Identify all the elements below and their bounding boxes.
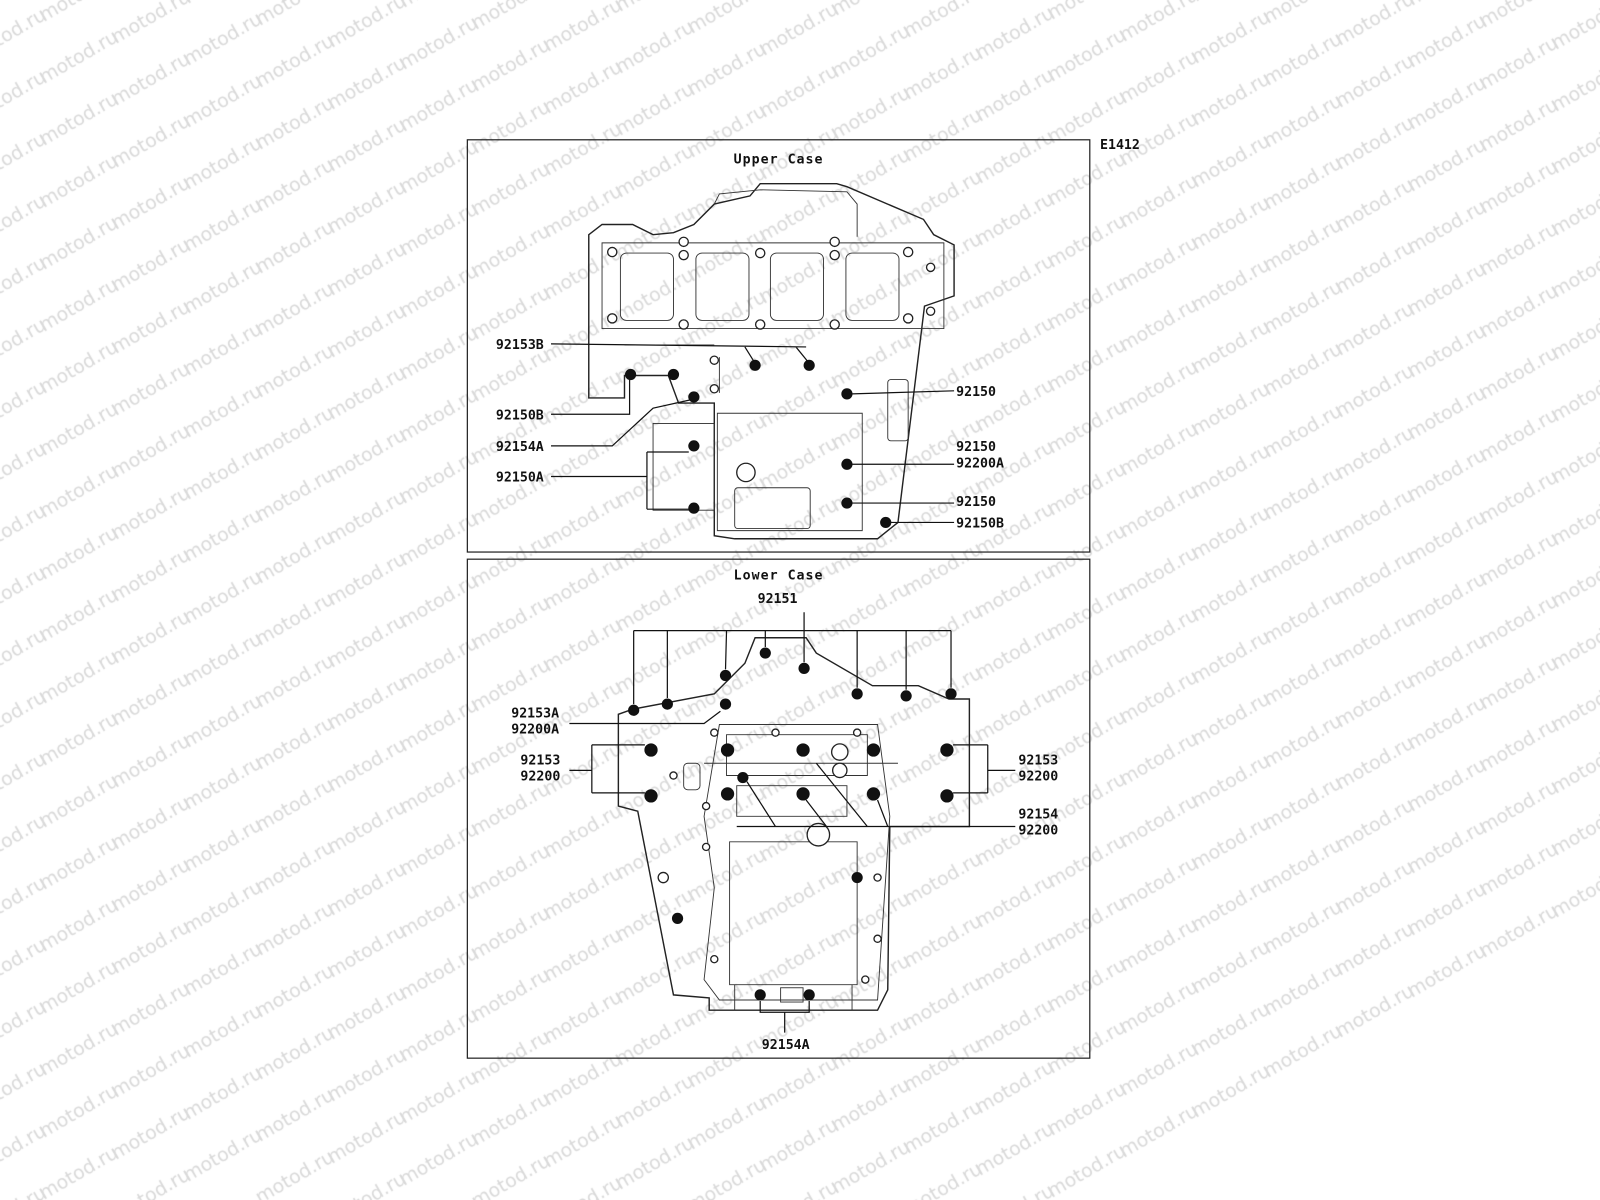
lower-case-bolts [628,647,957,1001]
part-label: 92153 [520,753,560,768]
lower-case-holes [657,728,882,984]
part-label: 92200 [520,770,560,785]
part-label: 92153 [1018,753,1058,768]
leader-92150A [551,451,689,510]
lower-case-title: Lower Case [734,569,824,584]
lower-case-frame [466,558,1091,1059]
leader-92150-a [852,390,955,395]
leader-92150B [551,379,631,415]
part-label: 92154 [1018,807,1058,822]
part-label: 92150 [956,440,996,455]
leader-92153A-92200A [569,710,721,725]
lower-crankcase-drawing [617,637,971,1011]
upper-case-bolts [625,359,892,529]
leader-92153B [551,343,810,364]
part-label: 92200A [511,723,559,738]
part-label: 92154A [762,1038,810,1053]
part-label: 92200 [1018,824,1058,839]
figure-code: E1412 [1100,138,1140,153]
part-label: 92200 [1018,770,1058,785]
part-label: 92151 [758,592,798,607]
leader-92154A [759,1001,810,1033]
part-label: 92200A [956,456,1004,471]
leader-92151 [633,612,952,705]
upper-case-title: Upper Case [734,152,824,167]
part-label: 92150B [956,517,1004,532]
leader-92153-92200-right [953,744,1016,794]
part-label: 92154A [496,440,544,455]
part-label: 92153A [511,706,559,721]
leader-92154A [551,399,690,447]
upper-crankcase-drawing [588,182,955,540]
leader-92153-92200-left [569,744,645,794]
part-label: 92150 [956,385,996,400]
lower-case-panel: Lower Case 92151 [466,558,1091,1059]
leader-92154-92200 [736,762,1016,828]
part-label: 92150A [496,471,544,486]
cylinder-bolts [606,236,936,394]
part-label: 92153B [496,338,544,353]
upper-case-panel: Upper Case [466,139,1091,553]
part-label: 92150B [496,408,544,423]
upper-case-frame [466,139,1091,553]
part-label: 92150 [956,495,996,510]
